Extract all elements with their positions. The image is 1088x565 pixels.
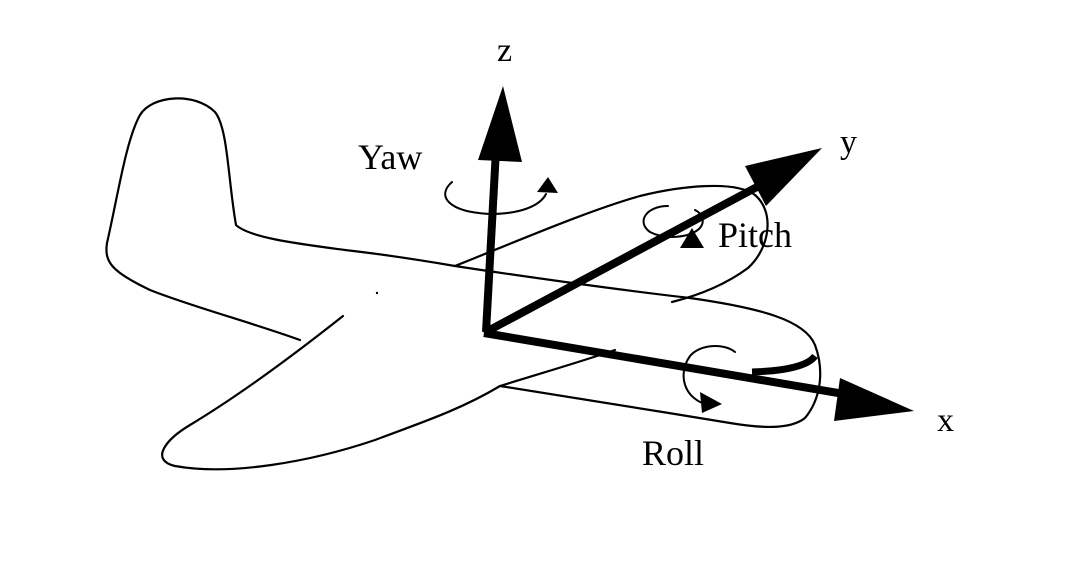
pitch-arc xyxy=(642,205,704,238)
x-axis-label: x xyxy=(937,402,954,439)
yaw-arc xyxy=(444,181,547,216)
z-axis-label: z xyxy=(497,32,512,69)
pitch-arrowhead xyxy=(680,228,704,248)
z-axis-shaft xyxy=(482,149,500,333)
pitch-rotation-indicator xyxy=(642,205,704,248)
airplane-sketch xyxy=(105,97,822,471)
x-axis-arrowhead xyxy=(834,378,914,421)
airplane-right-wing xyxy=(453,184,769,304)
roll-rotation-indicator xyxy=(682,345,736,413)
airplane-fuselage-outline xyxy=(105,97,822,429)
roll-arrowhead xyxy=(700,392,722,413)
y-axis-arrowhead xyxy=(745,148,822,206)
coordinate-axes xyxy=(478,86,914,421)
y-axis-shaft xyxy=(482,176,772,337)
y-axis-label: y xyxy=(840,124,857,161)
yaw-rotation-indicator xyxy=(444,177,558,216)
yaw-label: Yaw xyxy=(358,137,422,177)
x-axis-shaft xyxy=(483,329,851,399)
airplane-left-wing xyxy=(161,314,617,471)
pitch-label: Pitch xyxy=(718,215,792,255)
z-axis-arrowhead xyxy=(478,86,522,162)
pencil-dot xyxy=(375,291,379,295)
roll-label: Roll xyxy=(642,433,704,473)
roll-bracket xyxy=(751,353,818,376)
yaw-arrowhead xyxy=(537,177,558,193)
